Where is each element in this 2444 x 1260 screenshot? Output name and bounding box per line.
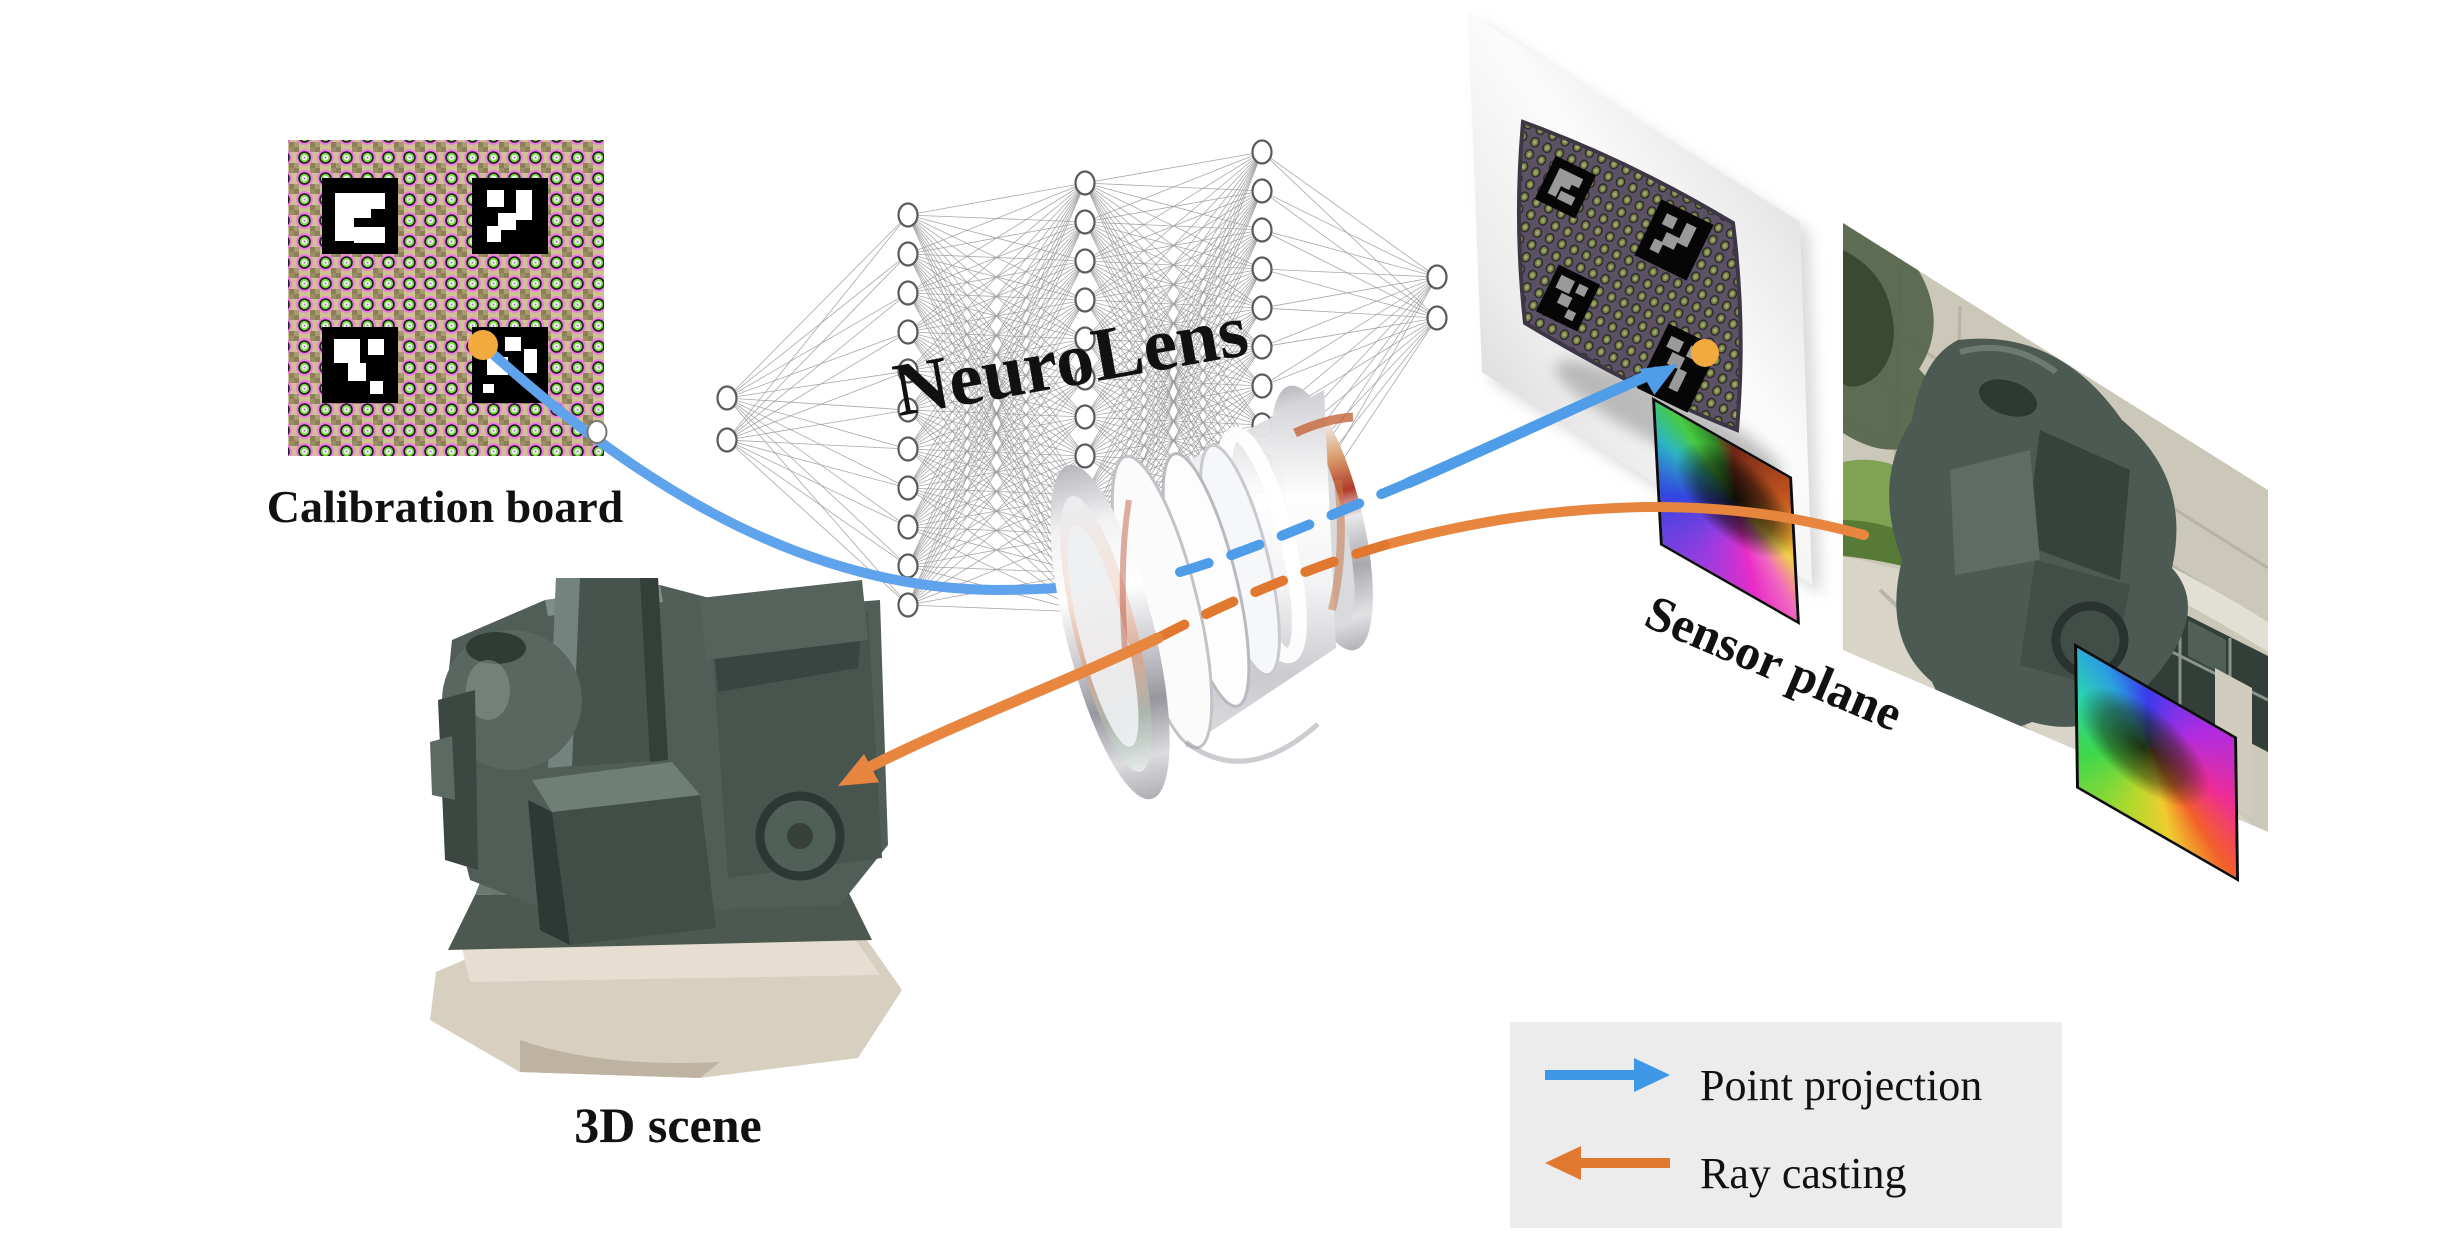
point-projection-arrow-segment	[1402, 366, 1662, 489]
input-point-node	[586, 420, 608, 444]
network-node	[1074, 287, 1096, 313]
sensor-highlight-point	[1691, 339, 1719, 367]
legend-point-projection-arrow	[1545, 1058, 1670, 1092]
legend-ray-casting-label: Ray casting	[1700, 1149, 1907, 1198]
calibration-board-label: Calibration board	[267, 481, 624, 532]
network-node	[1426, 264, 1448, 290]
network-node	[897, 436, 919, 462]
legend-ray-casting-arrow	[1545, 1146, 1670, 1180]
network-node	[716, 385, 738, 411]
network-node	[897, 319, 919, 345]
network-node	[897, 358, 919, 384]
legend: Point projection Ray casting	[1510, 1022, 2062, 1228]
network-node	[1074, 443, 1096, 469]
board-marker-top-left	[322, 178, 398, 254]
scene-3d-label: 3D scene	[574, 1097, 761, 1153]
network-node	[1251, 256, 1273, 282]
network-node	[1251, 334, 1273, 360]
network-node	[1074, 326, 1096, 352]
network-node	[897, 241, 919, 267]
legend-point-projection-label: Point projection	[1700, 1061, 1982, 1110]
network-node	[1251, 139, 1273, 165]
network-node	[1426, 305, 1448, 331]
legend-box	[1510, 1022, 2062, 1228]
network-node	[897, 475, 919, 501]
network-node	[1074, 365, 1096, 391]
distorted-marker-top-right	[1634, 199, 1714, 281]
distorted-marker-top-left	[1534, 155, 1597, 219]
network-node	[897, 553, 919, 579]
network-node	[1074, 209, 1096, 235]
point-projection-arrowhead	[1639, 364, 1678, 395]
network-node	[1074, 248, 1096, 274]
distorted-marker-bottom-left	[1535, 264, 1601, 332]
board-marker-top-right	[472, 178, 548, 254]
network-node	[1251, 295, 1273, 321]
board-highlight-point	[468, 330, 498, 360]
network-node	[1251, 373, 1273, 399]
calibration-board	[288, 140, 604, 456]
network-node	[897, 397, 919, 423]
network-node	[1074, 170, 1096, 196]
network-node	[716, 427, 738, 453]
network-node	[897, 592, 919, 618]
network-node	[1251, 217, 1273, 243]
network-node	[1074, 404, 1096, 430]
sculpture-3d-scene	[430, 578, 902, 1078]
network-node	[897, 514, 919, 540]
network-node	[897, 202, 919, 228]
network-node	[897, 280, 919, 306]
board-marker-bottom-left	[322, 327, 398, 403]
network-node	[1251, 178, 1273, 204]
